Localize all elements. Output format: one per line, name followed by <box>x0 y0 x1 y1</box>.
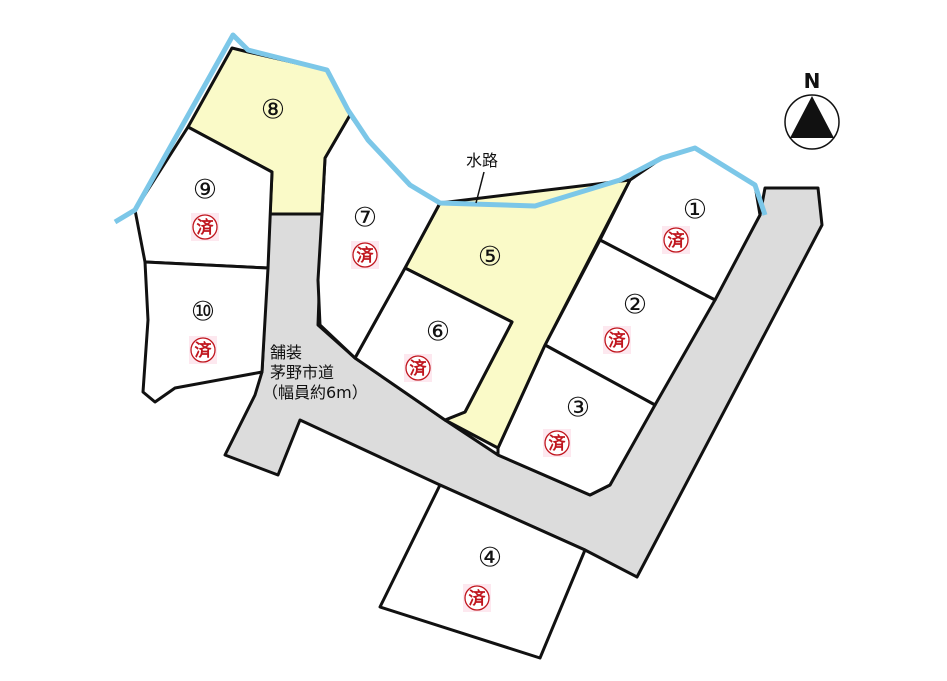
lot-number: ③ <box>566 393 590 424</box>
sold-label: 済 <box>549 433 567 454</box>
lot-9[interactable]: ⑨済 <box>133 125 274 270</box>
lot-number: ⑤ <box>478 242 502 273</box>
sold-label: 済 <box>668 230 686 251</box>
sold-badge: 済 <box>191 213 219 241</box>
road-label-1: 舗装 <box>270 343 302 362</box>
sold-badge: 済 <box>543 429 571 457</box>
sold-badge: 済 <box>603 326 631 354</box>
sold-badge: 済 <box>404 354 432 382</box>
lot-4-area[interactable] <box>378 483 587 660</box>
sold-badge: 済 <box>662 226 690 254</box>
lot-number: ④ <box>478 543 502 574</box>
lot-6[interactable]: ⑥済 <box>353 266 514 422</box>
lot-number: ② <box>623 290 647 321</box>
lot-number: ⑥ <box>426 317 450 348</box>
lot-7[interactable]: ⑦済 <box>316 113 442 360</box>
lot-3[interactable]: ③済 <box>496 343 657 497</box>
road-label-3: （幅員約6m） <box>262 383 368 402</box>
lot-10-area[interactable] <box>141 260 270 404</box>
lot-number: ⑩ <box>191 297 215 328</box>
compass-label: N <box>804 69 821 93</box>
sold-badge: 済 <box>463 584 491 612</box>
waterway-label: 水路 <box>466 151 498 170</box>
lot-number: ⑦ <box>353 203 377 234</box>
sold-badge: 済 <box>189 336 217 364</box>
waterway-leader <box>475 171 485 204</box>
lot-1[interactable]: ①済 <box>598 146 762 302</box>
sold-label: 済 <box>357 245 375 266</box>
waterway-line <box>113 32 768 225</box>
road-label-2: 茅野市道 <box>270 363 334 382</box>
lot-4[interactable]: ④済 <box>378 483 587 660</box>
sold-label: 済 <box>195 340 213 361</box>
sold-badge: 済 <box>351 241 379 269</box>
sold-label: 済 <box>469 588 487 609</box>
lot-8[interactable]: ⑧ <box>186 46 352 216</box>
sold-label: 済 <box>197 217 215 238</box>
lot-number: ⑧ <box>261 95 285 126</box>
lot-number: ① <box>683 195 707 226</box>
lot-10[interactable]: ⑩済 <box>141 260 270 404</box>
north-arrow-icon: N <box>784 69 840 150</box>
sold-label: 済 <box>410 358 428 379</box>
lot-number: ⑨ <box>193 175 217 206</box>
sold-label: 済 <box>609 330 627 351</box>
